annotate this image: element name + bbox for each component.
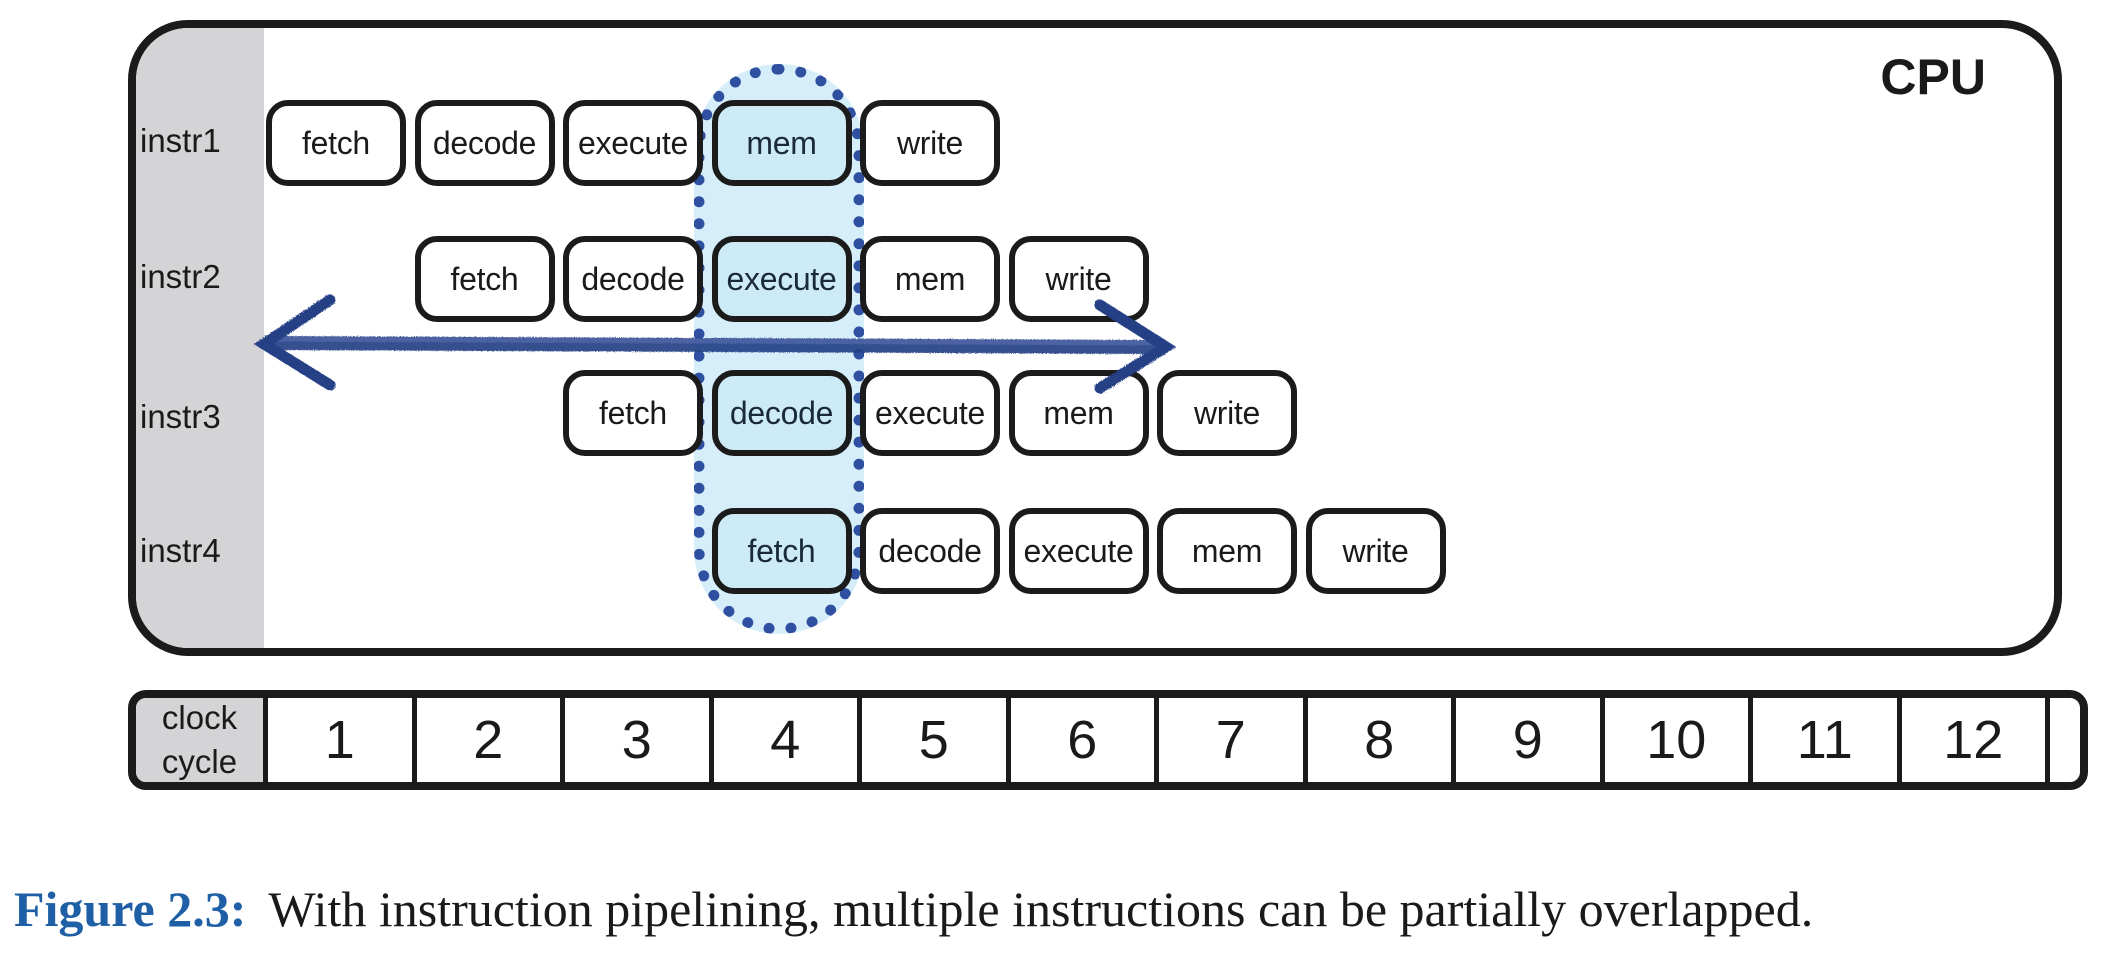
stage-instr4-mem: mem (1157, 508, 1297, 594)
stage-instr1-write: write (860, 100, 1000, 186)
clock-cycle-9: 9 (1456, 698, 1605, 782)
clock-cycle-10: 10 (1605, 698, 1753, 782)
stage-instr2-write: write (1008, 236, 1149, 322)
caption-label: Figure 2.3: (14, 881, 247, 937)
stage-instr3-write: write (1157, 370, 1297, 456)
clock-cycle-12: 12 (1902, 698, 2050, 782)
stage-instr3-decode: decode (711, 370, 852, 456)
clock-cycle-6: 6 (1011, 698, 1159, 782)
stage-instr2-decode: decode (563, 236, 703, 322)
clock-cycle-11: 11 (1753, 698, 1902, 782)
clock-cycle-7: 7 (1159, 698, 1308, 782)
stage-instr4-decode: decode (860, 508, 1000, 594)
clock-tail (2050, 698, 2080, 782)
clock-cycle-5: 5 (862, 698, 1011, 782)
cpu-title: CPU (1880, 49, 1986, 105)
row-label-instr3: instr3 (140, 398, 221, 435)
stage-instr4-fetch: fetch (711, 508, 852, 594)
stage-instr2-mem: mem (860, 236, 1000, 322)
stage-instr3-fetch: fetch (563, 370, 703, 456)
clock-label-line1: clock (161, 699, 238, 736)
clock-cycle-1: 1 (268, 698, 417, 782)
stage-instr2-fetch: fetch (414, 236, 555, 322)
stage-instr1-mem: mem (711, 100, 852, 186)
row-label-instr2: instr2 (140, 258, 221, 295)
clock-cycle-2: 2 (417, 698, 565, 782)
clock-cycle-3: 3 (565, 698, 714, 782)
stage-instr1-decode: decode (414, 100, 555, 186)
row-label-instr4: instr4 (140, 532, 221, 569)
stage-instr3-execute: execute (860, 370, 1000, 456)
clock-cycle-label: clock cycle (136, 698, 268, 782)
stage-instr1-execute: execute (563, 100, 703, 186)
clock-cycle-4: 4 (714, 698, 862, 782)
stage-instr4-execute: execute (1008, 508, 1149, 594)
cpu-sidebar (136, 28, 264, 648)
clock-cycle-8: 8 (1308, 698, 1456, 782)
stage-instr3-mem: mem (1008, 370, 1149, 456)
stage-instr2-execute: execute (711, 236, 852, 322)
caption-text: With instruction pipelining, multiple in… (268, 881, 1814, 937)
stage-instr1-fetch: fetch (266, 100, 406, 186)
row-label-instr1: instr1 (140, 122, 221, 159)
stage-instr4-write: write (1305, 508, 1446, 594)
figure-caption: Figure 2.3: With instruction pipelining, … (14, 880, 1813, 938)
clock-label-line2: cycle (161, 743, 238, 780)
